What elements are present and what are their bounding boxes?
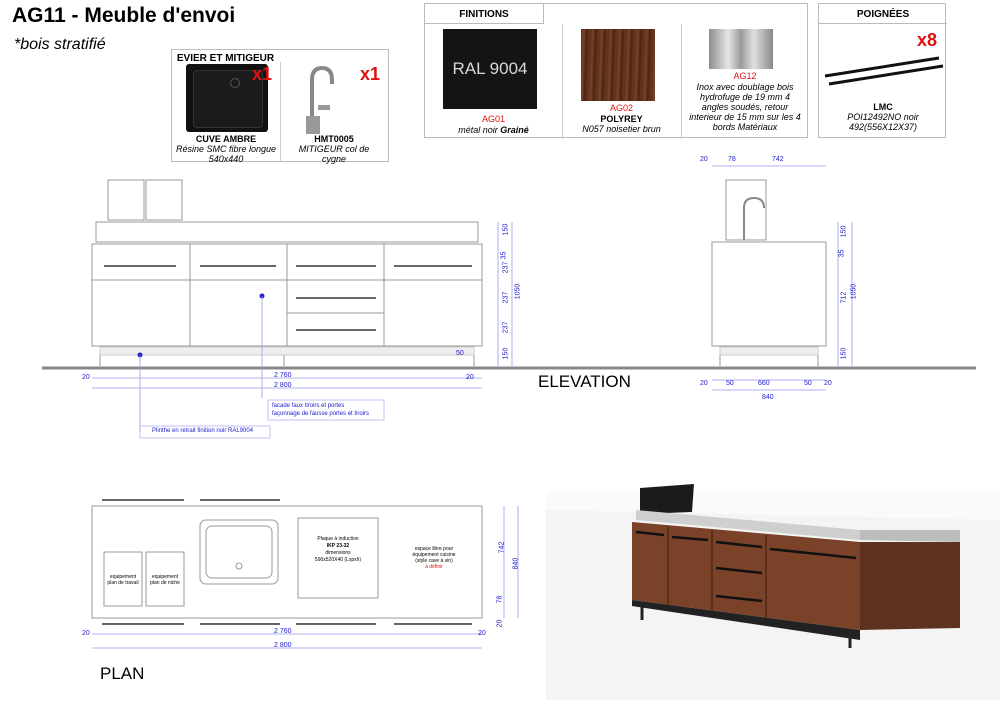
elevation-dim-right: 20 bbox=[466, 374, 474, 381]
faucet-name: HMT0005 bbox=[314, 134, 354, 144]
accessories-header: EVIER ET MITIGEUR bbox=[176, 53, 275, 64]
handles-header: POIGNÉES bbox=[856, 9, 910, 20]
plan-box2: equipement plan de niche bbox=[150, 574, 180, 586]
swatch-ag12 bbox=[709, 29, 773, 69]
finishes-panel: FINITIONS RAL 9004 AG01 métal noir Grain… bbox=[424, 3, 808, 139]
sink-qty: x1 bbox=[252, 64, 273, 84]
finish-desc-ag02: POLYREY N057 noisetier brun bbox=[582, 114, 661, 134]
finish-code-ag01: AG01 bbox=[481, 114, 505, 124]
finish-code-ag12: AG12 bbox=[733, 71, 757, 81]
finish-desc-ag01: métal noir Grainé bbox=[458, 125, 529, 135]
front-elevation bbox=[91, 179, 483, 366]
finishes-header: FINITIONS bbox=[459, 9, 509, 20]
plan-dim-inner: 2 760 bbox=[274, 628, 292, 635]
faucet-qty: x1 bbox=[360, 64, 381, 84]
page-subtitle: *bois stratifié bbox=[14, 36, 106, 53]
sink-image bbox=[186, 64, 268, 132]
front-handles bbox=[104, 265, 472, 331]
plan-view bbox=[91, 499, 483, 625]
sink-desc2: 540x440 bbox=[208, 154, 244, 164]
handles-caption: LMC POI12492NO noir 492(556X12X37) bbox=[847, 102, 919, 132]
plan-dim-total: 2 800 bbox=[274, 642, 292, 649]
accessories-panel: EVIER ET MITIGEUR x1 CUVE AMBRE Résine S… bbox=[171, 49, 389, 164]
note-facade: facade faux tiroirs et portes façonnage … bbox=[272, 403, 370, 417]
plan-cooktop-text: Plaque à induction IKP 23-32 dimensions … bbox=[314, 536, 362, 563]
note-plinthe: Plinthe en retrait finition noir RAL9004 bbox=[152, 428, 254, 434]
drain-icon bbox=[230, 78, 240, 88]
elevation-dim-total-h: 1050 bbox=[514, 283, 522, 300]
plan-label: PLAN bbox=[100, 664, 145, 683]
plan-box1: equipement plan de travail bbox=[107, 574, 139, 586]
plan-dim-left: 20 bbox=[82, 630, 90, 637]
elevation-dim-50: 50 bbox=[456, 350, 464, 357]
finish-code-ag02: AG02 bbox=[609, 103, 633, 113]
elevation-dim-left: 20 bbox=[82, 374, 90, 381]
elevation-dim-total: 2 800 bbox=[274, 382, 292, 389]
render-3d bbox=[546, 484, 1000, 700]
side-dim-total: 840 bbox=[762, 394, 774, 401]
handle-bar-icon bbox=[824, 56, 944, 86]
elevation-label: ELEVATION bbox=[538, 372, 631, 391]
handles-qty: x8 bbox=[917, 30, 938, 50]
swatch-ag02 bbox=[581, 29, 655, 101]
faucet-desc1: MITIGEUR col de bbox=[298, 144, 370, 154]
plan-free-space-text: espace libre pour équipement cuisine (st… bbox=[412, 546, 456, 570]
side-elevation bbox=[711, 179, 827, 366]
handles-panel: POIGNÉES x8 LMC POI12492NO noir 492(556X… bbox=[818, 3, 947, 138]
swatch-ag01: RAL 9004 bbox=[443, 29, 537, 109]
faucet-desc2: cygne bbox=[321, 154, 347, 164]
plinth bbox=[99, 346, 475, 356]
faucet-icon bbox=[306, 65, 334, 134]
finish-desc-ag12: Inox avec doublage bois hydrofuge de 19 … bbox=[689, 82, 801, 132]
plan-dim-right: 20 bbox=[478, 630, 486, 637]
sink-desc1: Résine SMC fibre longue bbox=[175, 144, 277, 154]
swatch-ag01-label: RAL 9004 bbox=[452, 59, 528, 78]
side-dim-total-h: 1050 bbox=[850, 283, 858, 300]
sink-name: CUVE AMBRE bbox=[195, 134, 257, 144]
sink-caption: CUVE AMBRE Résine SMC fibre longue 540x4… bbox=[172, 134, 280, 164]
elevation-dim-inner: 2 760 bbox=[274, 372, 292, 379]
page-title: AG11 - Meuble d'envoi bbox=[12, 4, 236, 27]
faucet-caption: HMT0005 MITIGEUR col de cygne bbox=[280, 134, 388, 164]
